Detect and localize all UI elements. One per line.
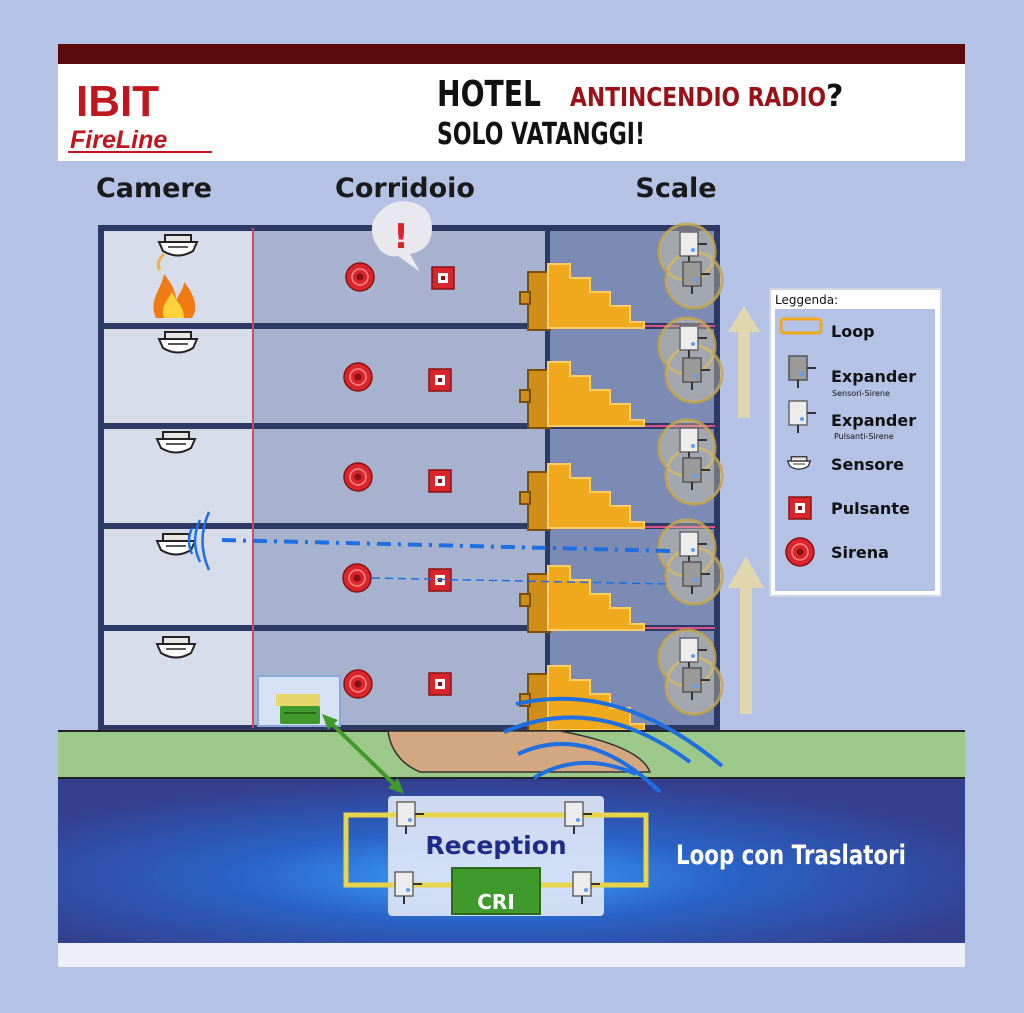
brand-sub: FireLine: [70, 126, 167, 154]
header-bar: [58, 44, 965, 64]
siren-icon: [343, 362, 373, 392]
legend-panel: Leggenda: Loop Expander Sensori-Sirene E…: [769, 288, 942, 597]
legend-label-expander-pulsanti: Expander: [831, 411, 916, 430]
headline-hotel: HOTEL: [437, 74, 541, 115]
siren-icon: [342, 563, 372, 593]
legend-sub-pulsanti: Pulsanti-Sirene: [834, 432, 894, 441]
smoke-sensor-icon: [158, 234, 198, 257]
legend-label-sensore: Sensore: [831, 455, 904, 474]
smoke-sensor-icon: [156, 636, 196, 659]
bottom-strip: [58, 943, 965, 967]
headline-vantaggi: SOLO VATANGGI!: [437, 117, 645, 152]
fire-icon: [153, 252, 196, 318]
link-arrow: [328, 720, 398, 788]
corridor-column: [252, 228, 548, 728]
loop-icon: [779, 317, 823, 335]
loop-caption: Loop con Traslatori: [676, 840, 906, 871]
legend-label-sirena: Sirena: [831, 543, 889, 562]
siren-icon: [343, 669, 373, 699]
wireless-unit-panel: [280, 706, 320, 724]
cri-panel: [451, 867, 541, 915]
column-camere: Camere: [96, 173, 212, 204]
alert-mark: !: [393, 217, 409, 257]
headline-antincendio: ANTINCENDIO RADIO: [570, 83, 826, 113]
headline-question: ?: [826, 79, 843, 114]
call-point-icon: [788, 496, 812, 520]
radio-link: [187, 511, 673, 585]
legend-label-loop: Loop: [831, 322, 875, 341]
call-point-icon: [428, 672, 452, 696]
brand-name: IBIT: [76, 77, 159, 126]
smoke-sensor-icon: [156, 431, 196, 454]
smoke-sensor-icon: [786, 456, 812, 470]
expander-group: [657, 222, 724, 716]
siren-icon: [785, 537, 815, 567]
cri-label: CRI: [477, 890, 515, 914]
column-corridoio: Corridoio: [335, 173, 475, 204]
call-point-icon: [428, 469, 452, 493]
legend-label-pulsante: Pulsante: [831, 499, 910, 518]
siren-icon: [343, 462, 373, 492]
call-point-icon: [428, 368, 452, 392]
reception-label: Reception: [425, 831, 566, 860]
legend-title: Leggenda:: [775, 293, 838, 307]
legend-label-expander-sensori: Expander: [831, 367, 916, 386]
column-scale: Scale: [635, 173, 716, 204]
siren-icon: [345, 262, 375, 292]
alert-bubble: !: [371, 201, 432, 272]
up-arrow-icon: [728, 306, 764, 714]
radio-waves: [503, 696, 724, 794]
call-point-icon: [431, 266, 455, 290]
legend-sub-sensori: Sensori-Sirene: [832, 389, 890, 398]
smoke-sensor-icon: [158, 331, 198, 354]
header-panel: [58, 64, 965, 161]
